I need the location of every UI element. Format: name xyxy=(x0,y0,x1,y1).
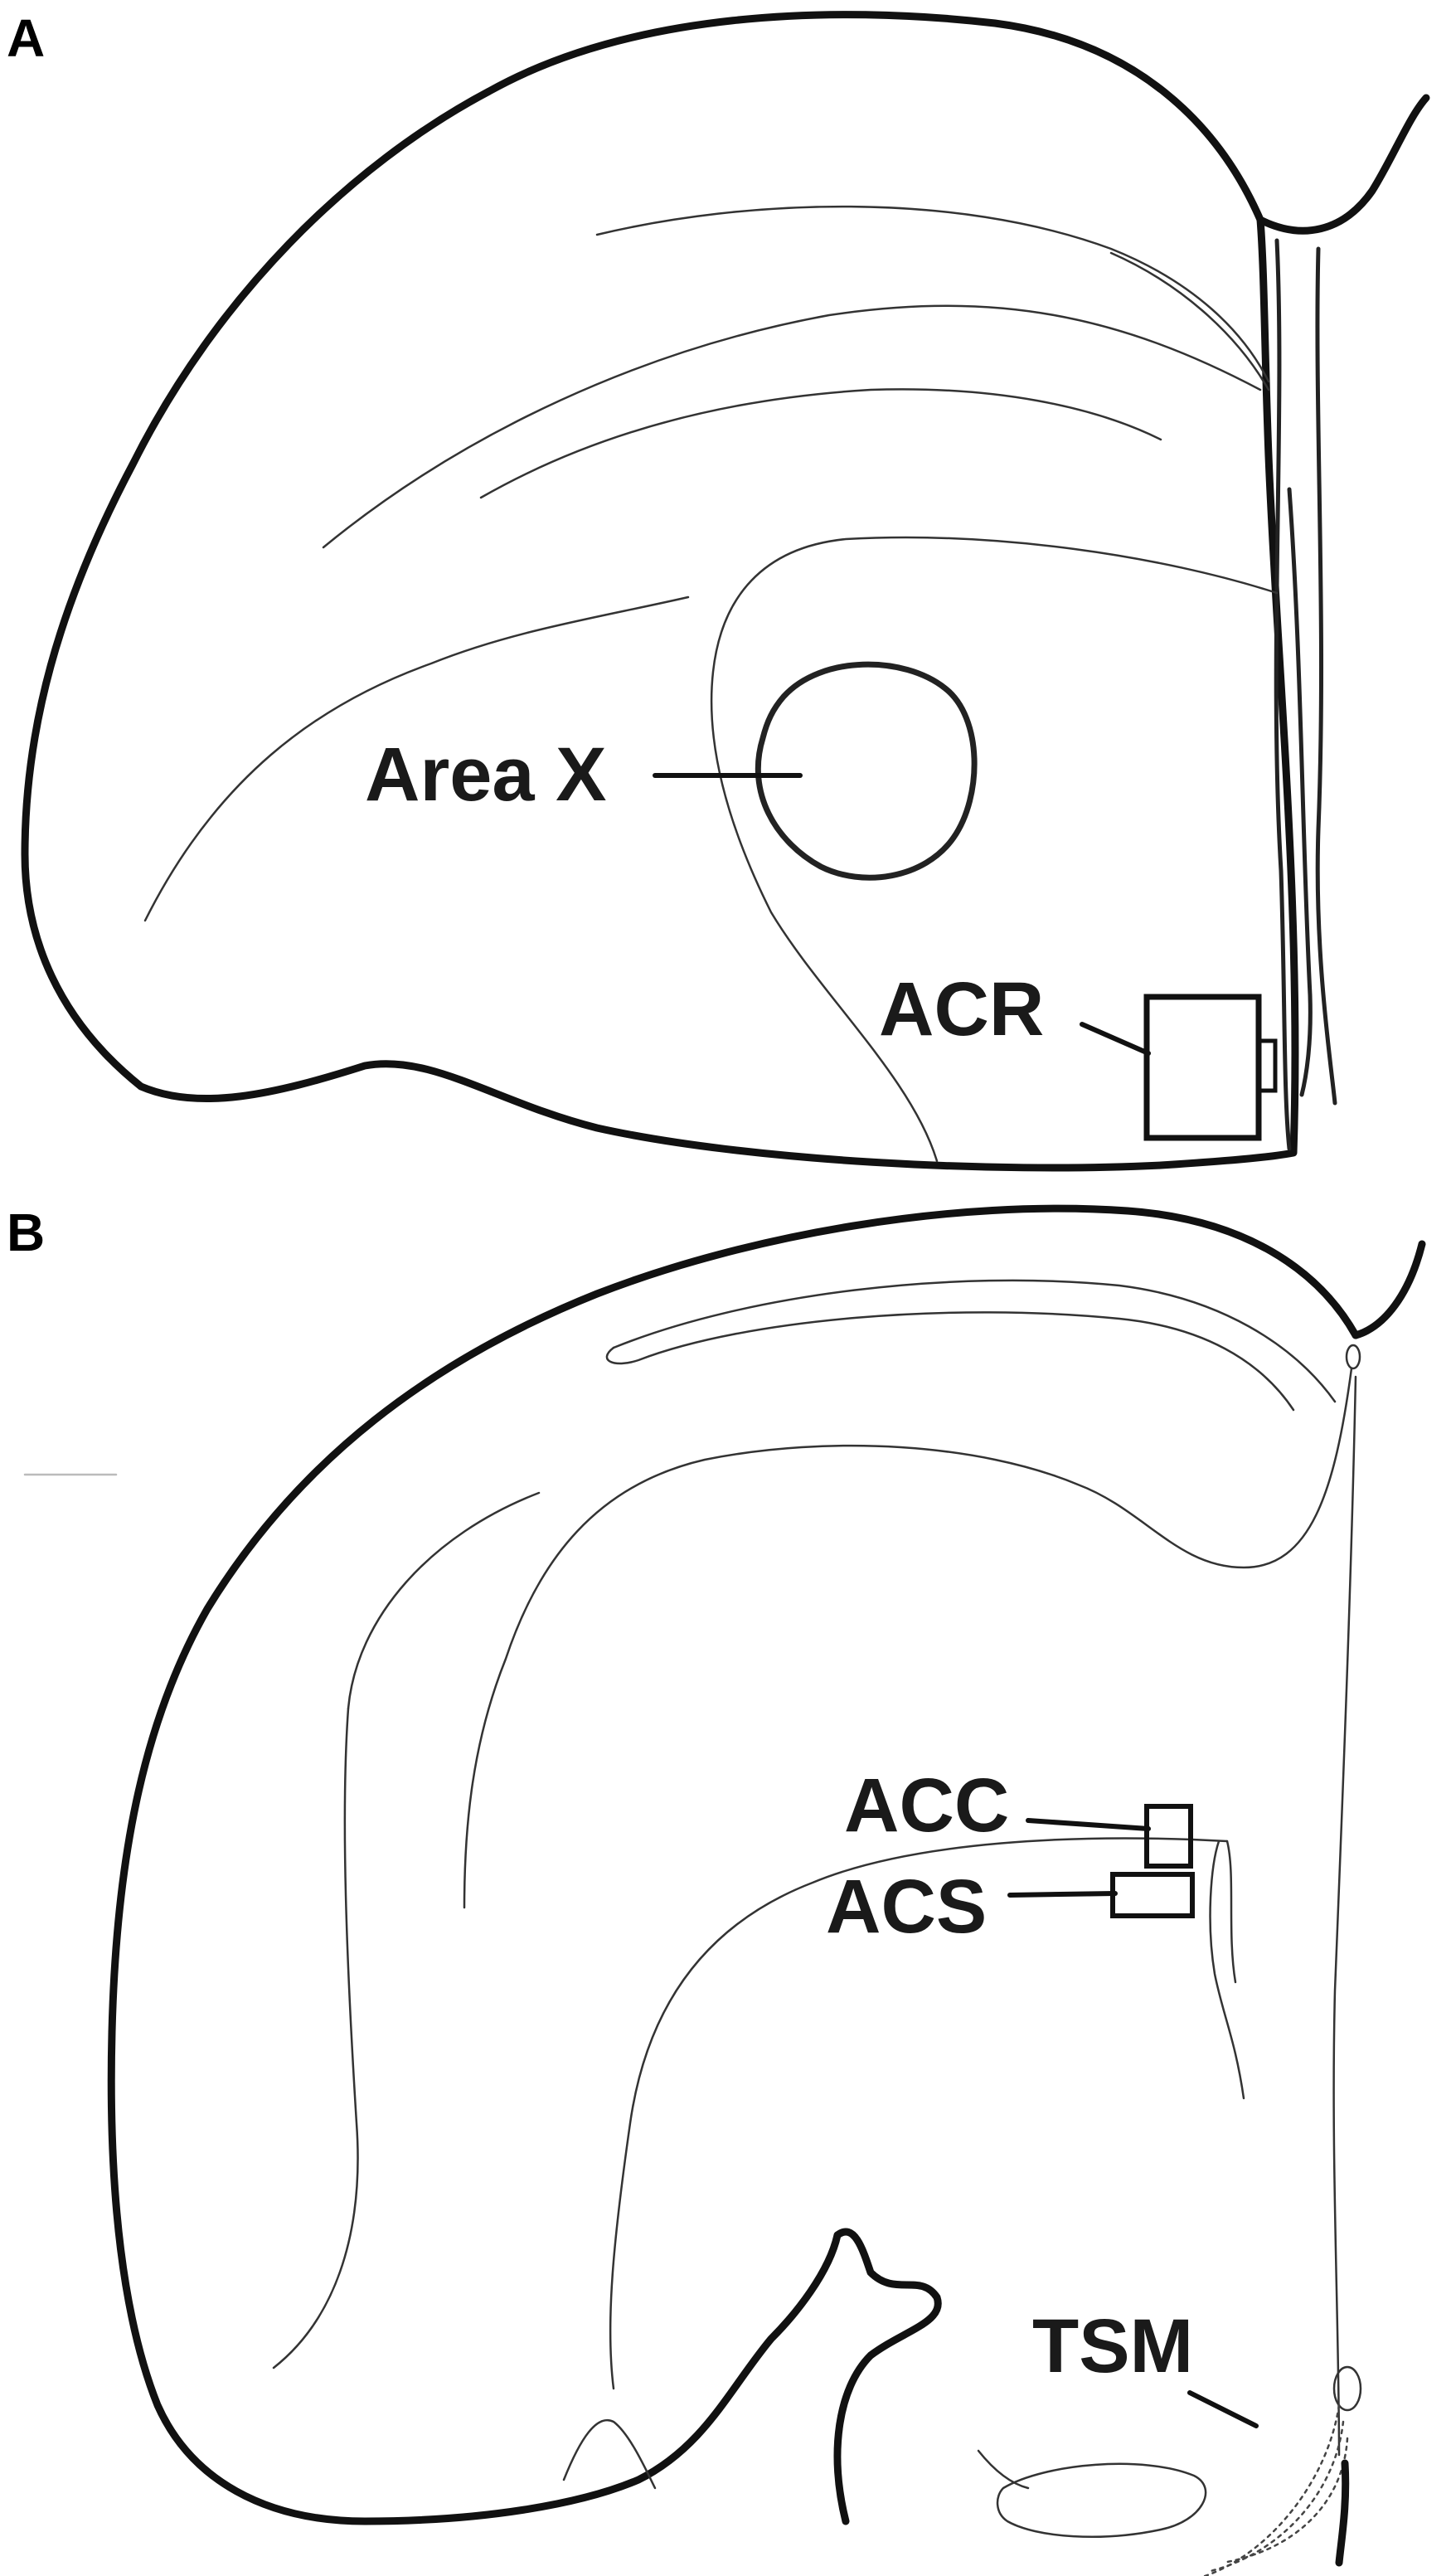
panel-a-lamina-5 xyxy=(143,595,690,922)
panel-b-medial-wall xyxy=(1335,2459,1350,2567)
tsm-leader-line xyxy=(1187,2390,1259,2428)
area-x-label: Area X xyxy=(365,732,607,817)
tsm-fiber-3 xyxy=(1221,2437,1349,2564)
acs-label: ACS xyxy=(826,1864,987,1949)
panel-b-ventral-lobe xyxy=(562,2418,657,2490)
tsm-fiber-2 xyxy=(1209,2420,1345,2573)
panel-b-inferior-ellipse xyxy=(996,2462,1207,2538)
panel-b-midline-top xyxy=(1352,1240,1426,1339)
panel-b-midline-strand xyxy=(1332,1375,1357,2457)
acr-region-box xyxy=(1143,994,1262,1141)
panel-letter-a: A xyxy=(7,8,45,68)
acs-leader-line xyxy=(1007,1891,1118,1898)
panel-a-midline-strand-3 xyxy=(1287,487,1313,1097)
panel-a-midline-top xyxy=(1256,94,1430,235)
panel-b-hemisphere-outline xyxy=(107,1204,1360,2525)
panel-a-lamina-4 xyxy=(1109,251,1270,391)
acc-region-box xyxy=(1144,1804,1193,1869)
panel-b-ventral-contour xyxy=(833,2228,942,2525)
panel-a-striatum-boundary xyxy=(710,536,1279,1163)
area-x-outline xyxy=(755,661,978,881)
acs-region-box xyxy=(1110,1872,1195,1918)
panel-b-midline-oval xyxy=(1332,2365,1362,2412)
acr-label: ACR xyxy=(879,967,1044,1052)
acc-leader-line xyxy=(1026,1818,1151,1831)
panel-b-inferior-fiber xyxy=(977,2449,1030,2490)
panel-b-mid-lamina xyxy=(347,1491,541,1710)
panel-b-cap-boundary xyxy=(463,1367,1353,1909)
panel-a-lamina-1 xyxy=(595,205,1270,383)
panel-a-lamina-3 xyxy=(479,388,1162,499)
tsm-fiber-1 xyxy=(1201,2403,1341,2576)
panel-b-lateral-lamina xyxy=(272,1707,359,2369)
panel-b-lamina-near-acc xyxy=(1209,1840,1245,2100)
acr-region-notch xyxy=(1256,1038,1278,1093)
panel-b-striatum-boundary xyxy=(609,1837,1229,2390)
panel-a-midline-strand-1 xyxy=(1274,238,1292,1151)
panel-a: A Area X ACR xyxy=(7,8,1430,1172)
panel-b-outer-lamina xyxy=(612,1279,1337,1403)
panel-b-midline-small-oval xyxy=(1345,1344,1361,1370)
panel-b-lamina-near-acc-2 xyxy=(1225,1840,1237,1984)
panel-b: B xyxy=(7,1203,1426,2576)
tsm-label: TSM xyxy=(1032,2304,1193,2389)
panel-a-hemisphere-outline xyxy=(21,11,1299,1172)
panel-a-lamina-2 xyxy=(322,304,1262,549)
acr-leader-line xyxy=(1080,1022,1151,1056)
panel-b-outer-lamina-2 xyxy=(605,1311,1295,1412)
panel-letter-b: B xyxy=(7,1203,45,1262)
acc-label: ACC xyxy=(844,1763,1009,1848)
panel-a-midline-strand-2 xyxy=(1315,246,1337,1106)
